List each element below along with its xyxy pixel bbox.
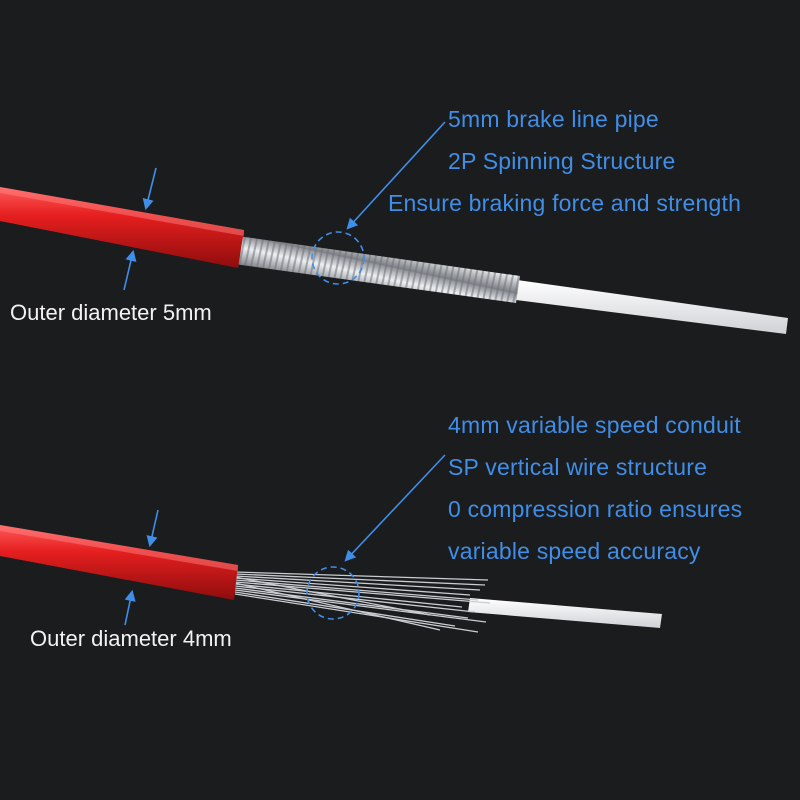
bottom-annotations	[124, 454, 446, 626]
brake-feature-line-3: Ensure braking force and strength	[388, 190, 742, 216]
brake-diameter-label: Outer diameter 5mm	[10, 300, 212, 325]
brake-cable	[0, 187, 788, 334]
shift-red-housing	[0, 525, 238, 600]
shift-liner	[468, 598, 662, 628]
shift-detail-circle	[306, 566, 360, 620]
brake-red-housing	[0, 187, 244, 268]
brake-feature-line-1: 5mm brake line pipe	[448, 106, 659, 132]
shift-dimension-arrow-lower	[124, 589, 136, 626]
shift-diameter-label: Outer diameter 4mm	[30, 626, 232, 651]
brake-feature-line-2: 2P Spinning Structure	[448, 148, 676, 174]
shift-cable	[0, 525, 662, 633]
brake-dimension-arrow-lower	[123, 249, 137, 291]
shift-dimension-arrow-upper	[146, 509, 159, 548]
brake-detail-circle	[311, 231, 365, 285]
top-annotations	[123, 121, 446, 291]
shift-wires	[234, 571, 491, 633]
shift-feature-line-2: SP vertical wire structure	[448, 454, 708, 480]
brake-liner	[508, 279, 788, 334]
brake-dimension-arrow-upper	[142, 167, 157, 211]
shift-pointer-line	[344, 454, 446, 562]
shift-feature-line-4: variable speed accuracy	[448, 538, 701, 564]
shift-feature-line-1: 4mm variable speed conduit	[448, 412, 741, 438]
shift-feature-line-3: 0 compression ratio ensures	[448, 496, 743, 522]
brake-pointer-line	[346, 121, 446, 230]
brake-steel-coil	[234, 236, 520, 303]
